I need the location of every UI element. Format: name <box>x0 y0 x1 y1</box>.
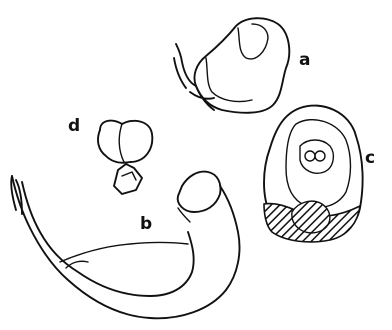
specimen-a-drawing <box>174 18 289 113</box>
label-b: b <box>140 216 152 233</box>
label-d: d <box>68 118 80 135</box>
specimen-c-drawing <box>264 106 363 242</box>
label-a: a <box>299 52 310 69</box>
label-c: c <box>365 150 375 167</box>
specimen-d-drawing <box>98 121 152 194</box>
